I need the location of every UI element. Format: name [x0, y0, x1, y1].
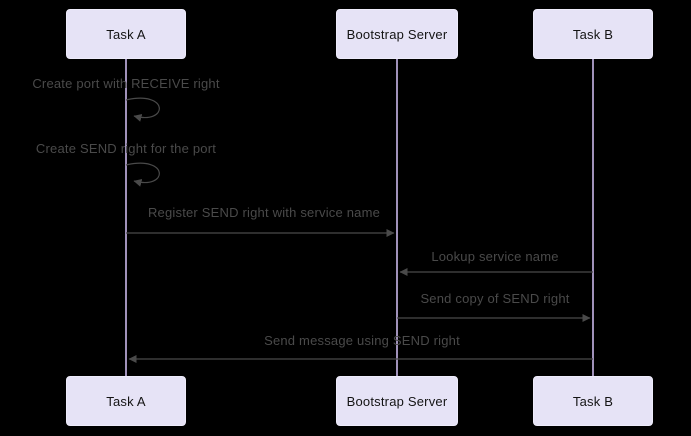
- message-label-create-port-with-receive-right: Create port with RECEIVE right: [32, 76, 220, 91]
- message-label-send-message-using-send-right: Send message using SEND right: [264, 333, 460, 348]
- actor-bottom-task-b: Task B: [533, 376, 653, 426]
- actor-label: Task A: [106, 26, 146, 42]
- self-loop-arrow-create-port: [125, 97, 160, 122]
- actor-label: Bootstrap Server: [346, 393, 448, 409]
- message-label-send-copy-of-send-right: Send copy of SEND right: [420, 291, 570, 306]
- actor-bottom-bootstrap-server: Bootstrap Server: [336, 376, 458, 426]
- actor-label: Task B: [572, 393, 614, 409]
- actor-label: Bootstrap Server: [346, 26, 448, 42]
- actor-top-task-a: Task A: [66, 9, 186, 59]
- actor-label: Task A: [106, 393, 146, 409]
- message-label-create-send-right-for-port: Create SEND right for the port: [35, 141, 217, 156]
- actor-top-bootstrap-server: Bootstrap Server: [336, 9, 458, 59]
- message-label-register-send-right: Register SEND right with service name: [147, 205, 381, 220]
- message-label-lookup-service-name: Lookup service name: [431, 249, 559, 264]
- actor-bottom-task-a: Task A: [66, 376, 186, 426]
- actor-top-task-b: Task B: [533, 9, 653, 59]
- actor-label: Task B: [572, 26, 614, 42]
- self-loop-arrow-create-send-right: [125, 162, 160, 187]
